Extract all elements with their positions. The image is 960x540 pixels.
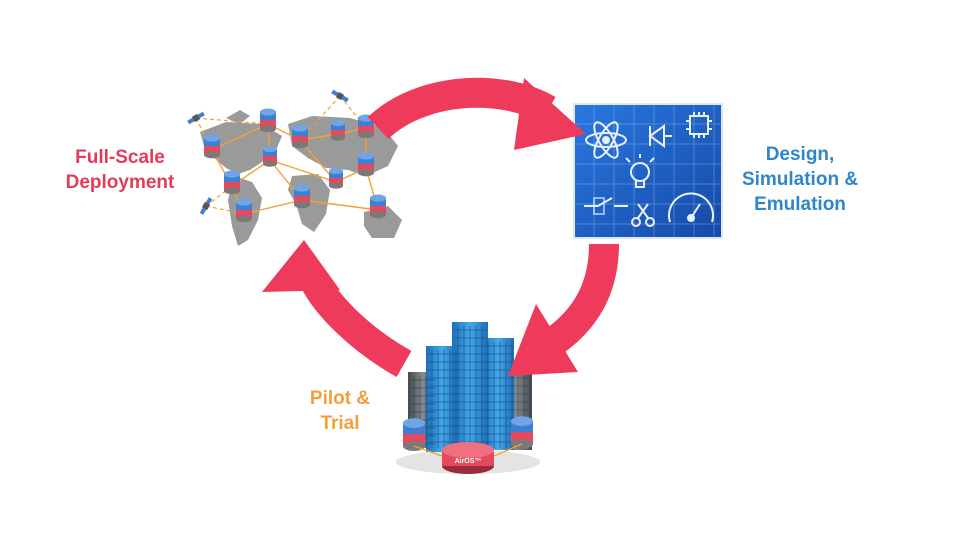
atom-icon: [585, 121, 627, 159]
design-line-3: Emulation: [754, 194, 846, 215]
server-node-icon: [331, 119, 345, 141]
satellite-icon: [199, 197, 213, 215]
server-node-icon: [358, 114, 374, 139]
pilot-line-1: Pilot &: [309, 388, 371, 409]
switch-icon: [584, 197, 628, 215]
arrow-deploy-to-design: [367, 77, 586, 150]
base-badge: AirOS™: [455, 458, 482, 465]
arrow-pilot-to-deploy: [262, 240, 412, 378]
stage-label-deployment: Full-Scale Deployment: [40, 145, 200, 195]
stage-label-pilot: Pilot & Trial: [285, 386, 395, 436]
stage-label-design: Design, Simulation & Emulation: [715, 142, 885, 217]
server-node-icon: [294, 184, 310, 209]
server-node-icon: [204, 134, 220, 159]
gauge-icon: [668, 192, 714, 223]
chip-icon: [686, 112, 712, 138]
satellite-icon: [187, 111, 205, 125]
server-node-icon: [260, 108, 276, 133]
design-line-1: Design,: [765, 144, 835, 165]
pilot-line-2: Trial: [320, 413, 360, 434]
lightbulb-icon: [625, 154, 655, 188]
deployment-line-1: Full-Scale: [75, 147, 165, 168]
server-node-icon: [329, 167, 343, 189]
world-map-network-icon: [187, 89, 402, 246]
building-windows: [410, 326, 531, 448]
design-line-2: Simulation &: [741, 169, 859, 190]
server-node-icon: [292, 124, 308, 149]
server-node-icon: [224, 170, 240, 195]
server-node-icon: [358, 152, 374, 177]
server-nodes: [204, 108, 386, 223]
server-node-icon: [263, 145, 277, 167]
arrow-design-to-pilot: [508, 243, 619, 376]
deployment-line-2: Deployment: [65, 172, 175, 193]
city-buildings-icon: AirOS™: [396, 322, 540, 474]
base-router: AirOS™: [442, 442, 494, 474]
server-node-icon: [236, 198, 252, 223]
diode-icon: [648, 124, 672, 148]
scissors-icon: [631, 203, 655, 227]
cycle-arrows: [262, 77, 619, 378]
blueprint-circuit-icon: [573, 103, 723, 239]
satellite-icon: [331, 89, 349, 103]
server-node-icon: [370, 194, 386, 219]
satellites: [187, 89, 349, 215]
